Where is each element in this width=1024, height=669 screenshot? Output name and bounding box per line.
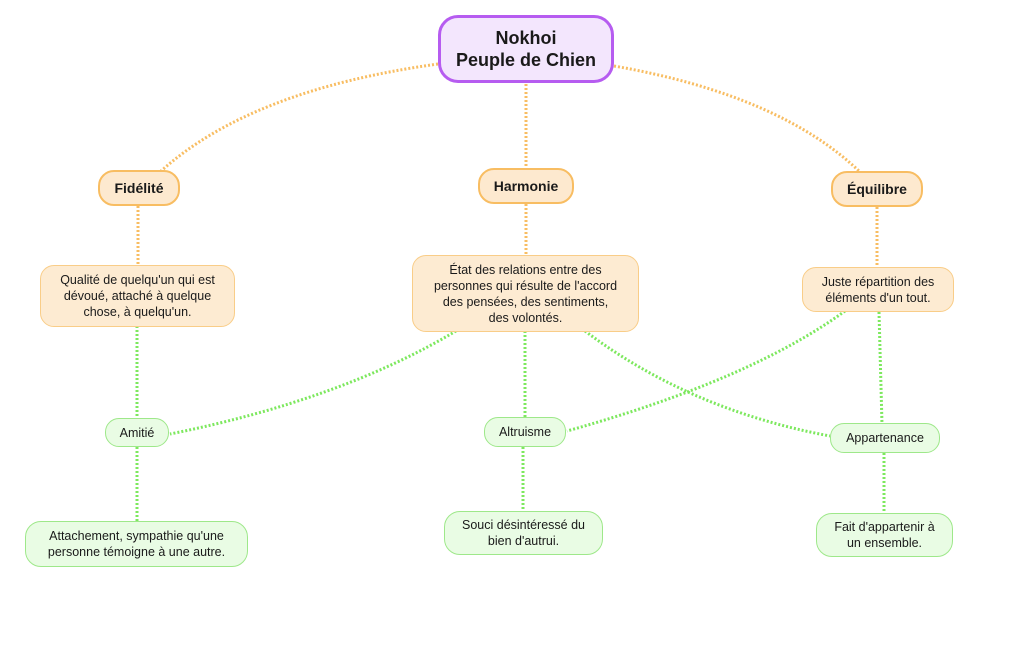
concept-label: Altruisme	[498, 425, 552, 439]
link-equilibre-appartenance	[877, 311, 884, 425]
definition-text: État des relations entre des personnes q…	[433, 262, 618, 325]
category-label: Équilibre	[847, 181, 907, 197]
concept-definition-amitie[interactable]: Attachement, sympathie qu'une personne t…	[25, 521, 248, 567]
category-label: Harmonie	[493, 178, 559, 194]
definition-text: Juste répartition des éléments d'un tout…	[821, 274, 935, 305]
definition-node-fidelite[interactable]: Qualité de quelqu'un qui est dévoué, att…	[40, 265, 235, 327]
concept-node-altruisme[interactable]: Altruisme	[484, 417, 566, 447]
concept-node-appartenance[interactable]: Appartenance	[830, 423, 940, 453]
concept-label: Appartenance	[846, 431, 924, 445]
concept-definition-altruisme[interactable]: Souci désintéressé du bien d'autrui.	[444, 511, 603, 555]
concept-label: Amitié	[119, 425, 155, 440]
category-node-harmonie[interactable]: Harmonie	[478, 168, 574, 204]
concept-node-amitie[interactable]: Amitié	[105, 418, 169, 447]
root-node[interactable]: Nokhoi Peuple de Chien	[438, 15, 614, 83]
link-root-equilibre	[613, 64, 862, 174]
definition-text: Fait d'appartenir à un ensemble.	[834, 520, 935, 550]
definition-text: Souci désintéressé du bien d'autrui.	[462, 518, 585, 548]
link-equilibre-altruisme	[566, 309, 846, 433]
link-harmonie-amitie	[169, 329, 457, 436]
category-node-fidelite[interactable]: Fidélité	[98, 170, 180, 206]
concept-definition-appartenance[interactable]: Fait d'appartenir à un ensemble.	[816, 513, 953, 557]
definition-text: Qualité de quelqu'un qui est dévoué, att…	[60, 273, 215, 319]
definition-node-equilibre[interactable]: Juste répartition des éléments d'un tout…	[802, 267, 954, 312]
definition-text: Attachement, sympathie qu'une personne t…	[47, 529, 226, 559]
category-label: Fidélité	[114, 180, 164, 196]
link-root-fidelite	[158, 62, 439, 174]
link-harmonie-appartenance	[584, 329, 831, 438]
category-node-equilibre[interactable]: Équilibre	[831, 171, 923, 207]
definition-node-harmonie[interactable]: État des relations entre des personnes q…	[412, 255, 639, 332]
root-title: Nokhoi Peuple de Chien	[455, 28, 597, 70]
